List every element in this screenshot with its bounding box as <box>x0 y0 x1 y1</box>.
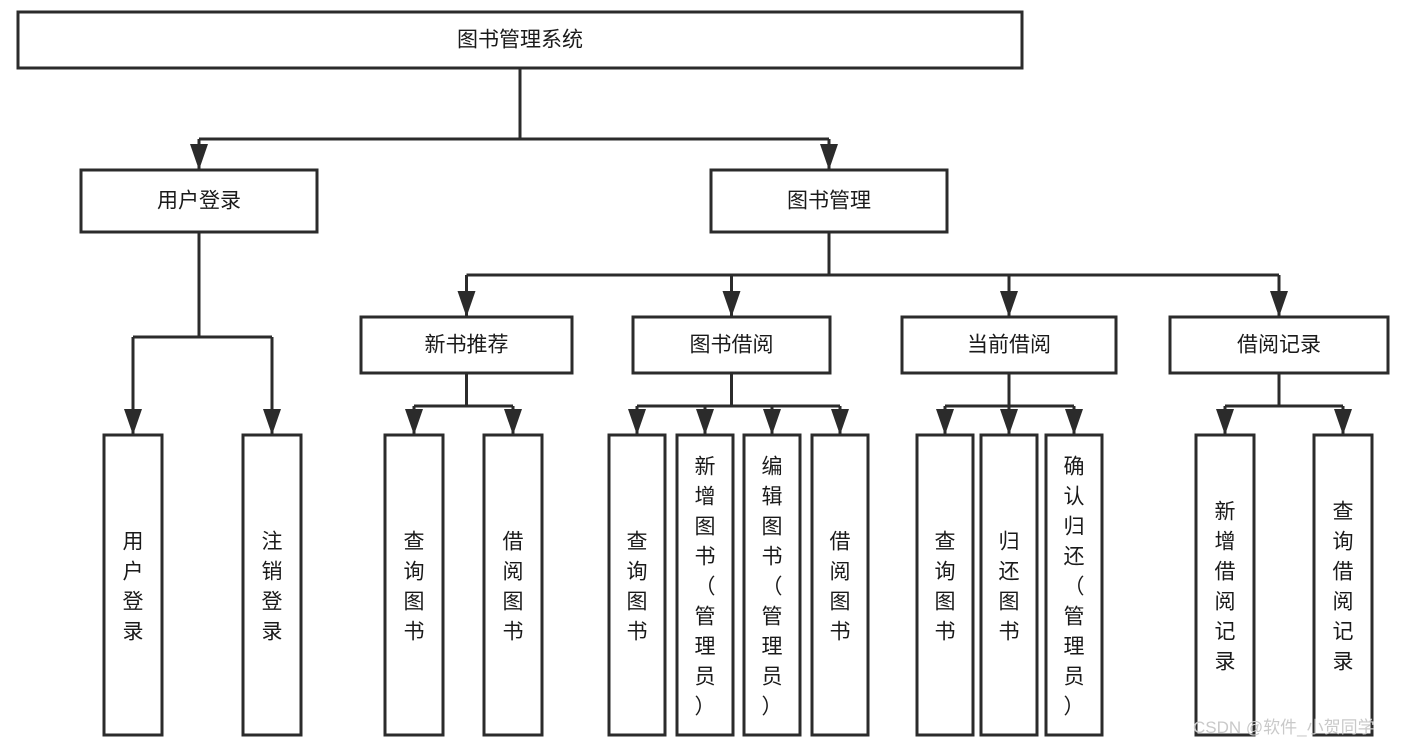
node-label-user-login: 用户登录 <box>157 190 241 213</box>
node-label-leaf-query-borrow-record: 查询借阅记录 <box>1333 500 1354 673</box>
arrow-head-borrow-record <box>1270 291 1288 317</box>
node-leaf-user-login[interactable]: 用户登录 <box>102 433 164 737</box>
node-label-leaf-return-book: 归还图书 <box>999 530 1020 643</box>
arrow-head-leaf-query-book-current <box>936 409 954 435</box>
node-box-leaf-user-login <box>102 433 164 737</box>
csdn-watermark: CSDN @软件_小贺同学 <box>1193 718 1375 737</box>
arrow-head-current-borrow <box>1000 291 1018 317</box>
node-box-leaf-query-book-current <box>915 433 975 737</box>
node-box-borrow-record <box>1168 315 1390 375</box>
node-label-leaf-borrow-book: 借阅图书 <box>830 530 851 643</box>
node-leaf-borrow-book-recommend[interactable]: 借阅图书 <box>482 433 544 737</box>
node-book-management[interactable]: 图书管理 <box>709 168 949 234</box>
node-label-leaf-confirm-return-admin: 确认归还（管理员） <box>1064 455 1085 718</box>
node-label-leaf-add-borrow-record: 新增借阅记录 <box>1215 500 1236 673</box>
arrow-head-new-book-recommend <box>457 291 476 317</box>
arrow-head-leaf-query-book-borrow <box>628 409 646 435</box>
arrow-head-leaf-borrow-book <box>831 409 849 435</box>
node-leaf-add-book-admin[interactable]: 新增图书（管理员） <box>675 433 735 737</box>
node-leaf-confirm-return-admin[interactable]: 确认归还（管理员） <box>1044 433 1104 737</box>
node-leaf-edit-book-admin[interactable]: 编辑图书（管理员） <box>742 433 802 737</box>
node-label-book-management: 图书管理 <box>787 190 871 213</box>
arrow-head-leaf-edit-book-admin <box>763 409 781 435</box>
node-label-book-borrow: 图书借阅 <box>690 334 774 357</box>
arrow-head-leaf-add-borrow-record <box>1216 409 1234 435</box>
arrow-head-leaf-user-login <box>124 409 142 435</box>
node-leaf-query-book-recommend[interactable]: 查询图书 <box>383 433 445 737</box>
node-box-book-management <box>709 168 949 234</box>
node-leaf-query-book-current[interactable]: 查询图书 <box>915 433 975 737</box>
node-box-leaf-query-book-borrow <box>607 433 667 737</box>
node-label-leaf-query-book-recommend: 查询图书 <box>404 530 425 643</box>
node-label-current-borrow: 当前借阅 <box>967 334 1051 357</box>
node-box-leaf-confirm-return-admin <box>1044 433 1104 737</box>
arrow-head-leaf-add-book-admin <box>696 409 714 435</box>
arrow-head-leaf-confirm-return-admin <box>1065 409 1083 435</box>
node-leaf-add-borrow-record[interactable]: 新增借阅记录 <box>1194 433 1256 737</box>
arrow-head-leaf-query-borrow-record <box>1334 409 1352 435</box>
node-box-new-book-recommend <box>359 315 574 375</box>
node-current-borrow[interactable]: 当前借阅 <box>900 315 1118 375</box>
arrow-head-book-management <box>820 144 838 170</box>
node-label-leaf-add-book-admin: 新增图书（管理员） <box>695 455 716 718</box>
arrow-head-leaf-query-book-recommend <box>405 409 423 435</box>
node-box-user-login <box>79 168 319 234</box>
node-leaf-query-book-borrow[interactable]: 查询图书 <box>607 433 667 737</box>
node-leaf-logout-login[interactable]: 注销登录 <box>241 433 303 737</box>
node-borrow-record[interactable]: 借阅记录 <box>1168 315 1390 375</box>
node-box-current-borrow <box>900 315 1118 375</box>
node-box-leaf-borrow-book-recommend <box>482 433 544 737</box>
node-label-borrow-record: 借阅记录 <box>1237 334 1321 357</box>
node-book-borrow[interactable]: 图书借阅 <box>631 315 832 375</box>
node-label-new-book-recommend: 新书推荐 <box>425 334 509 357</box>
arrow-head-leaf-logout-login <box>263 409 281 435</box>
node-user-login[interactable]: 用户登录 <box>79 168 319 234</box>
node-layer: 图书管理系统用户登录图书管理新书推荐图书借阅当前借阅借阅记录用户登录注销登录查询… <box>16 10 1390 737</box>
connector-layer <box>124 68 1352 435</box>
node-label-leaf-edit-book-admin: 编辑图书（管理员） <box>762 455 783 718</box>
node-leaf-borrow-book[interactable]: 借阅图书 <box>810 433 870 737</box>
node-box-leaf-add-borrow-record <box>1194 433 1256 737</box>
node-box-leaf-edit-book-admin <box>742 433 802 737</box>
node-label-leaf-query-book-borrow: 查询图书 <box>627 530 648 643</box>
node-label-leaf-logout-login: 注销登录 <box>262 530 283 643</box>
node-box-leaf-borrow-book <box>810 433 870 737</box>
node-label-leaf-user-login: 用户登录 <box>123 530 144 643</box>
node-label-leaf-borrow-book-recommend: 借阅图书 <box>503 530 524 643</box>
node-leaf-return-book[interactable]: 归还图书 <box>979 433 1039 737</box>
node-box-root <box>16 10 1024 70</box>
node-box-leaf-query-borrow-record <box>1312 433 1374 737</box>
node-box-leaf-return-book <box>979 433 1039 737</box>
node-label-leaf-query-book-current: 查询图书 <box>935 530 956 643</box>
node-root[interactable]: 图书管理系统 <box>16 10 1024 70</box>
node-label-root: 图书管理系统 <box>457 29 583 52</box>
node-leaf-query-borrow-record[interactable]: 查询借阅记录 <box>1312 433 1374 737</box>
node-box-leaf-logout-login <box>241 433 303 737</box>
arrow-head-book-borrow <box>722 291 741 317</box>
arrow-head-leaf-return-book <box>1000 409 1018 435</box>
arrow-head-leaf-borrow-book-recommend <box>504 409 522 435</box>
arrow-head-user-login <box>190 144 208 170</box>
node-box-book-borrow <box>631 315 832 375</box>
node-new-book-recommend[interactable]: 新书推荐 <box>359 315 574 375</box>
node-box-leaf-add-book-admin <box>675 433 735 737</box>
node-box-leaf-query-book-recommend <box>383 433 445 737</box>
